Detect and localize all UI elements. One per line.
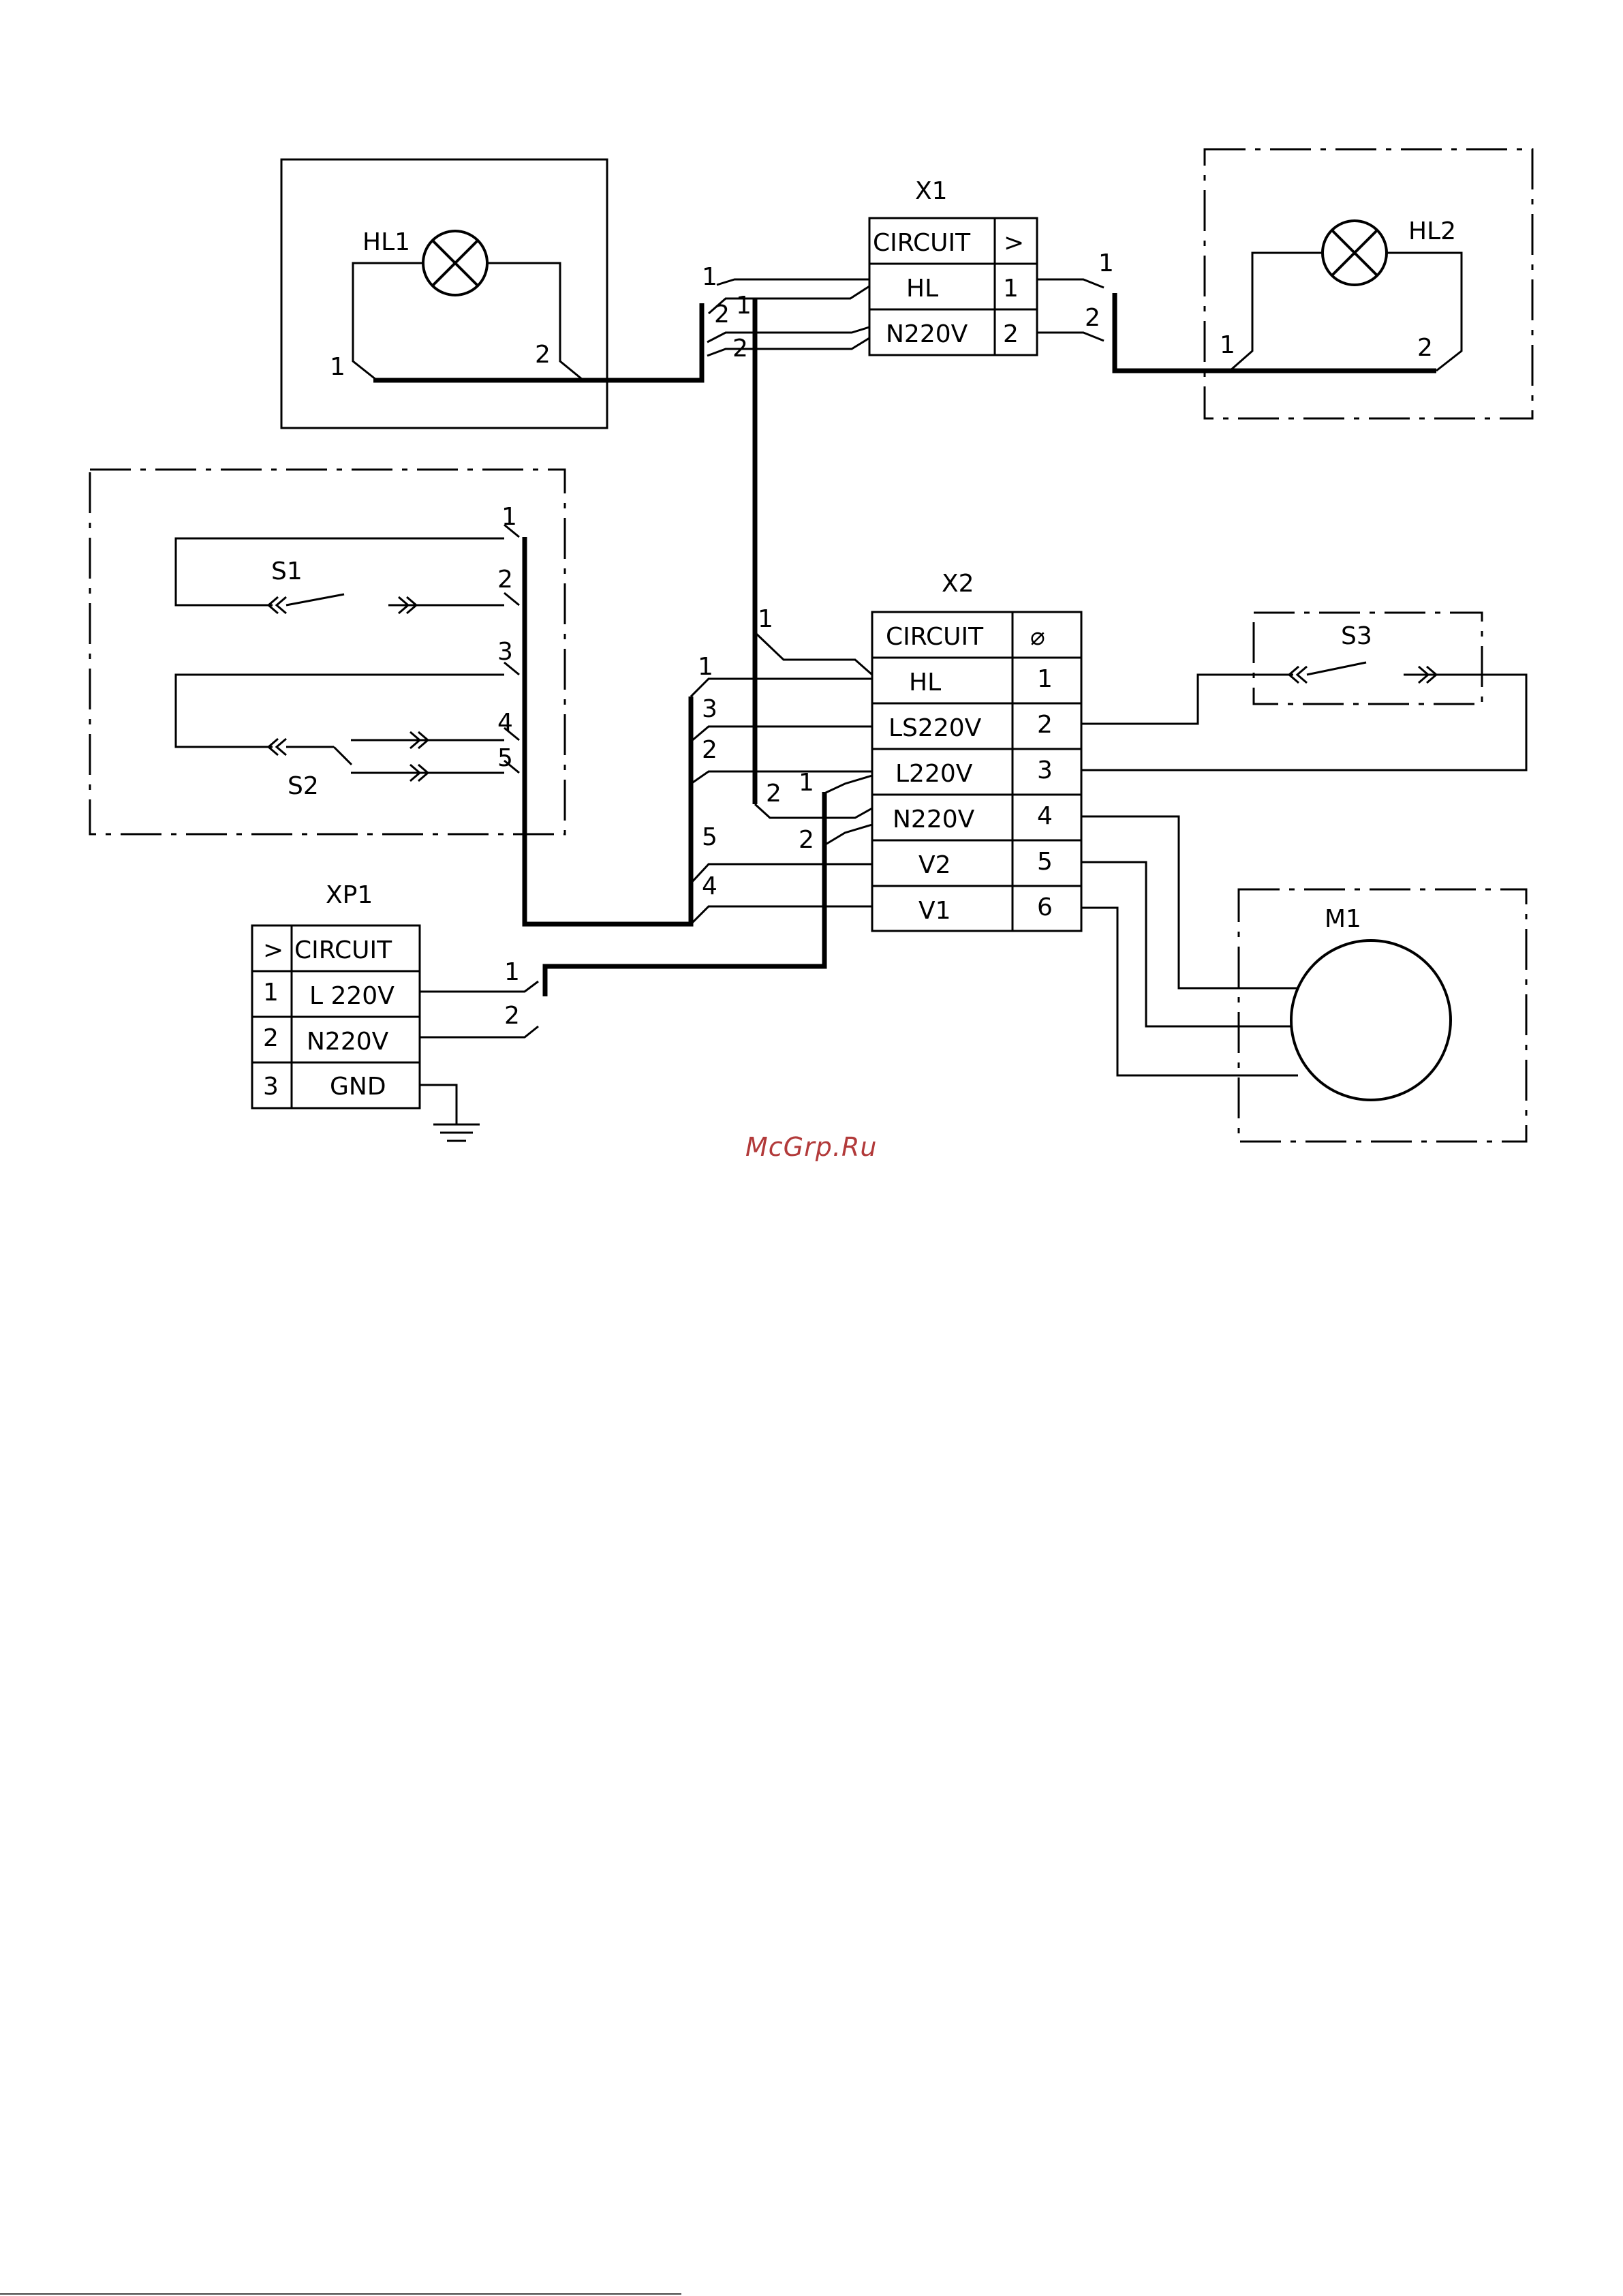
x2-mid-num-2b: 2 [799, 826, 814, 854]
hl2-bus [1115, 293, 1436, 371]
hl2-wire-num-right: 2 [1417, 334, 1433, 362]
xp1-row-1-name: L 220V [309, 982, 395, 1010]
hl1-label: HL1 [362, 228, 410, 256]
x1-wire-num-1: 1 [702, 263, 717, 291]
x1-row-n220v-name: N220V [886, 320, 968, 348]
x1-wire-num-4: 2 [732, 335, 748, 363]
watermark-text: McGrp.Ru [745, 1132, 877, 1162]
x2-row-2-pin: 2 [1037, 711, 1053, 739]
sw-num-1: 1 [501, 503, 517, 531]
xp1-row-3-pin: 3 [263, 1073, 279, 1101]
hl2-wire-num-left: 1 [1220, 331, 1235, 359]
hl2-frame [1205, 149, 1532, 418]
x2-left-num-2: 2 [702, 736, 717, 764]
s1-contact [286, 594, 344, 605]
x1-row-hl-pin: 1 [1003, 275, 1019, 303]
x2-row-6-pin: 6 [1037, 893, 1053, 921]
x2-title: X2 [942, 570, 974, 598]
xp1-header-arrow: > [263, 936, 283, 964]
s3-block: S3 [1252, 613, 1482, 704]
x1-row-n220v-pin: 2 [1003, 320, 1019, 348]
x2-connector: X2 CIRCUIT ⌀ HL 1 LS220V 2 L220V 3 N220V… [872, 570, 1081, 931]
x1-wire-num-2: 2 [714, 301, 730, 328]
hl1-wire-left [353, 263, 423, 380]
x2-header-symbol: ⌀ [1030, 623, 1045, 651]
x2-mid-num-1: 1 [799, 769, 814, 797]
x1-title: X1 [915, 177, 948, 205]
hl2-bundle-num-2: 2 [1085, 304, 1100, 332]
m1-frame [1239, 889, 1526, 1142]
x1-wire-num-3: 1 [736, 292, 752, 320]
x2-row-5-name: V2 [918, 851, 951, 879]
x2-left-num-3: 3 [702, 695, 717, 723]
x2-left-num-5: 5 [702, 823, 717, 851]
hl2-block: HL2 1 2 [1205, 149, 1532, 418]
sw-num-2: 2 [497, 566, 513, 594]
x1-row-hl-name: HL [906, 275, 938, 303]
xp1-header-circuit: CIRCUIT [294, 936, 392, 964]
x2-row-6-name: V1 [918, 897, 951, 925]
x2-row-2-name: LS220V [888, 714, 982, 742]
x2-row-3-name: L220V [895, 760, 973, 788]
x2-row-1-pin: 1 [1037, 665, 1053, 693]
x2-row-4-pin: 4 [1037, 802, 1053, 830]
x2-row-3-pin: 3 [1037, 756, 1053, 784]
sw-num-5: 5 [497, 744, 513, 772]
s3-contact [1307, 662, 1366, 675]
x2-row-4-name: N220V [893, 806, 975, 833]
xp1-row-2-name: N220V [307, 1028, 389, 1056]
x2-row-5-pin: 5 [1037, 848, 1053, 876]
s1-label: S1 [271, 557, 303, 585]
switch-bus [525, 537, 691, 924]
x1-header-circuit: CIRCUIT [873, 229, 971, 257]
switch-frame [90, 470, 565, 834]
x1-connector: X1 CIRCUIT > HL 1 N220V 2 [869, 177, 1037, 355]
switch-block: S1 S2 1 2 3 4 5 [90, 470, 565, 834]
xp1-row-2-pin: 2 [263, 1024, 279, 1052]
xp1-wire-num-2: 2 [504, 1002, 520, 1030]
xp1-row-1-pin: 1 [263, 979, 279, 1007]
x2-row-1-name: HL [909, 669, 941, 697]
m1-label: M1 [1325, 905, 1361, 933]
x2-left-num-1: 1 [698, 653, 713, 681]
hl1-block: HL1 1 2 [281, 159, 607, 428]
hl2-label: HL2 [1408, 217, 1456, 245]
hl2-bundle-num-1: 1 [1098, 249, 1114, 277]
hl2-wire-left [1230, 253, 1323, 371]
x2-top-num-1: 1 [758, 605, 773, 633]
hl1-wire-num-right: 2 [535, 341, 551, 369]
xp1-row-3-name: GND [330, 1073, 386, 1101]
xp1-bus [545, 792, 824, 996]
s2-contact [334, 747, 352, 765]
xp1-title: XP1 [326, 881, 373, 909]
x2-mid-num-2a: 2 [766, 780, 782, 808]
sw-num-3: 3 [497, 638, 513, 666]
xp1-wire-num-1: 1 [504, 958, 520, 986]
motor-icon [1291, 940, 1451, 1100]
s3-label: S3 [1341, 622, 1372, 650]
x1-header-arrow: > [1004, 229, 1024, 257]
s2-label: S2 [288, 772, 319, 800]
m1-block: M1 [1239, 889, 1526, 1142]
ground-icon [420, 1085, 480, 1141]
x2-header-circuit: CIRCUIT [886, 623, 984, 651]
x2-left-num-4: 4 [702, 872, 717, 900]
xp1-connector: XP1 > CIRCUIT 1 L 220V 2 N220V 3 GND [252, 881, 420, 1108]
hl1-wire-num-left: 1 [330, 353, 345, 381]
